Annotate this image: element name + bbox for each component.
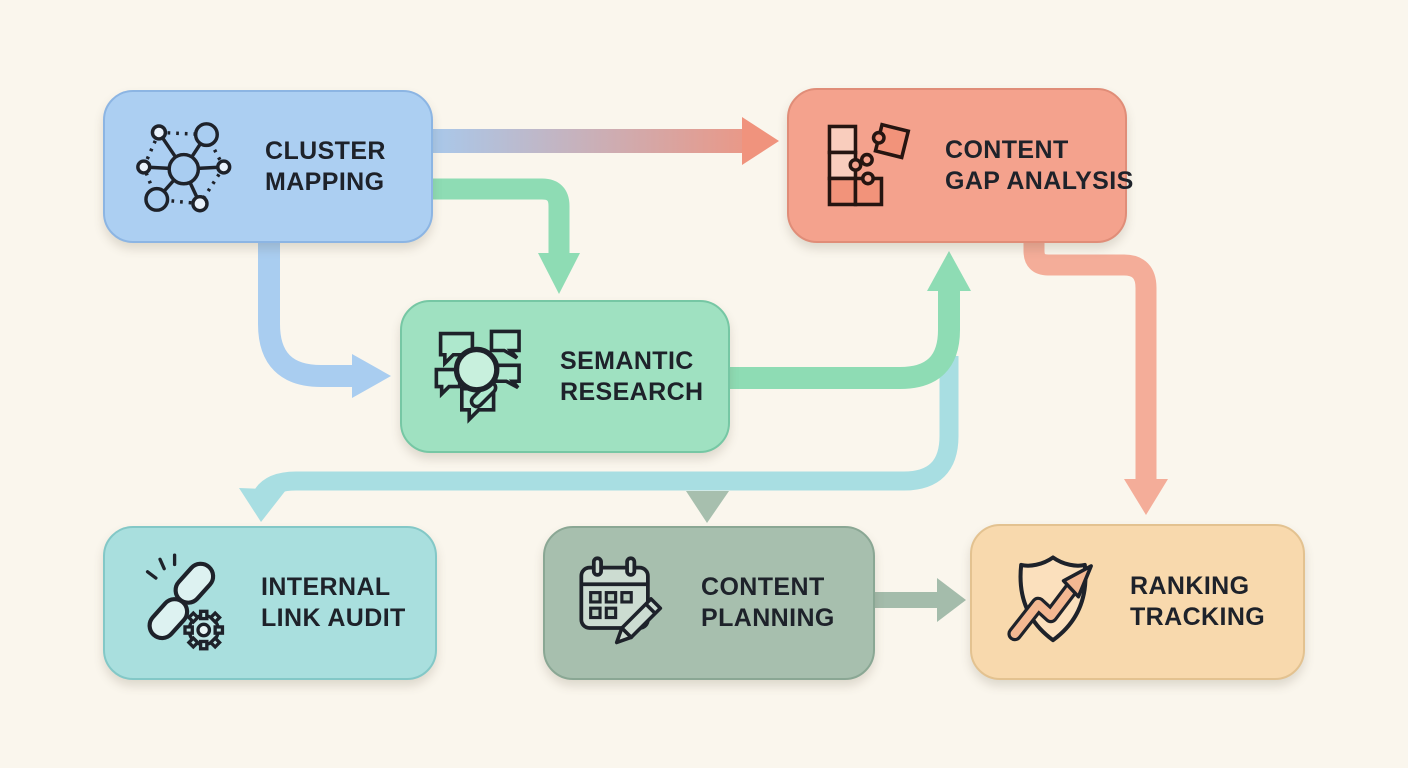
node-cluster-mapping: CLUSTER MAPPING (103, 90, 433, 243)
edge-research-to-gap-arrowhead (927, 251, 971, 291)
node-ranking-tracking: RANKING TRACKING (970, 524, 1305, 680)
edge-research-to-planning-arrowhead (686, 491, 729, 523)
edge-gap-to-tracking-arrowhead (1124, 479, 1168, 515)
edge-research-to-audit-arrowhead (239, 488, 286, 522)
network-icon (133, 115, 241, 219)
node-label-cluster-mapping: CLUSTER MAPPING (265, 136, 386, 196)
node-label-ranking-tracking: RANKING TRACKING (1130, 572, 1266, 631)
node-content-planning: CONTENT PLANNING (543, 526, 875, 680)
edge-mapping-to-research-top (433, 178, 570, 253)
edge-mapping-to-research-top-arrowhead (538, 253, 580, 294)
edge-mapping-to-research-left-arrowhead (352, 354, 391, 398)
edge-mapping-to-research-left (258, 243, 352, 387)
node-content-gap-analysis: CONTENT GAP ANALYSIS (787, 88, 1133, 243)
node-internal-link-audit: INTERNAL LINK AUDIT (103, 526, 437, 680)
edge-planning-to-tracking-arrowhead (937, 578, 966, 622)
shield-arrow-icon (1000, 549, 1106, 655)
node-label-semantic-research: SEMANTIC RESEARCH (560, 346, 704, 406)
node-label-content-planning: CONTENT PLANNING (701, 573, 835, 632)
search-bubbles-icon (430, 325, 536, 429)
node-semantic-research: SEMANTIC RESEARCH (400, 300, 730, 453)
puzzle-icon (817, 114, 921, 218)
chain-gear-icon (133, 551, 237, 655)
edge-mapping-to-gap-arrowhead (742, 117, 779, 165)
edge-research-to-audit (255, 356, 959, 500)
node-label-internal-link-audit: INTERNAL LINK AUDIT (261, 573, 406, 632)
node-label-content-gap-analysis: CONTENT GAP ANALYSIS (945, 135, 1134, 195)
edge-gap-to-tracking (1023, 243, 1157, 479)
calendar-pencil-icon (573, 551, 677, 655)
edge-research-to-gap (730, 290, 960, 389)
